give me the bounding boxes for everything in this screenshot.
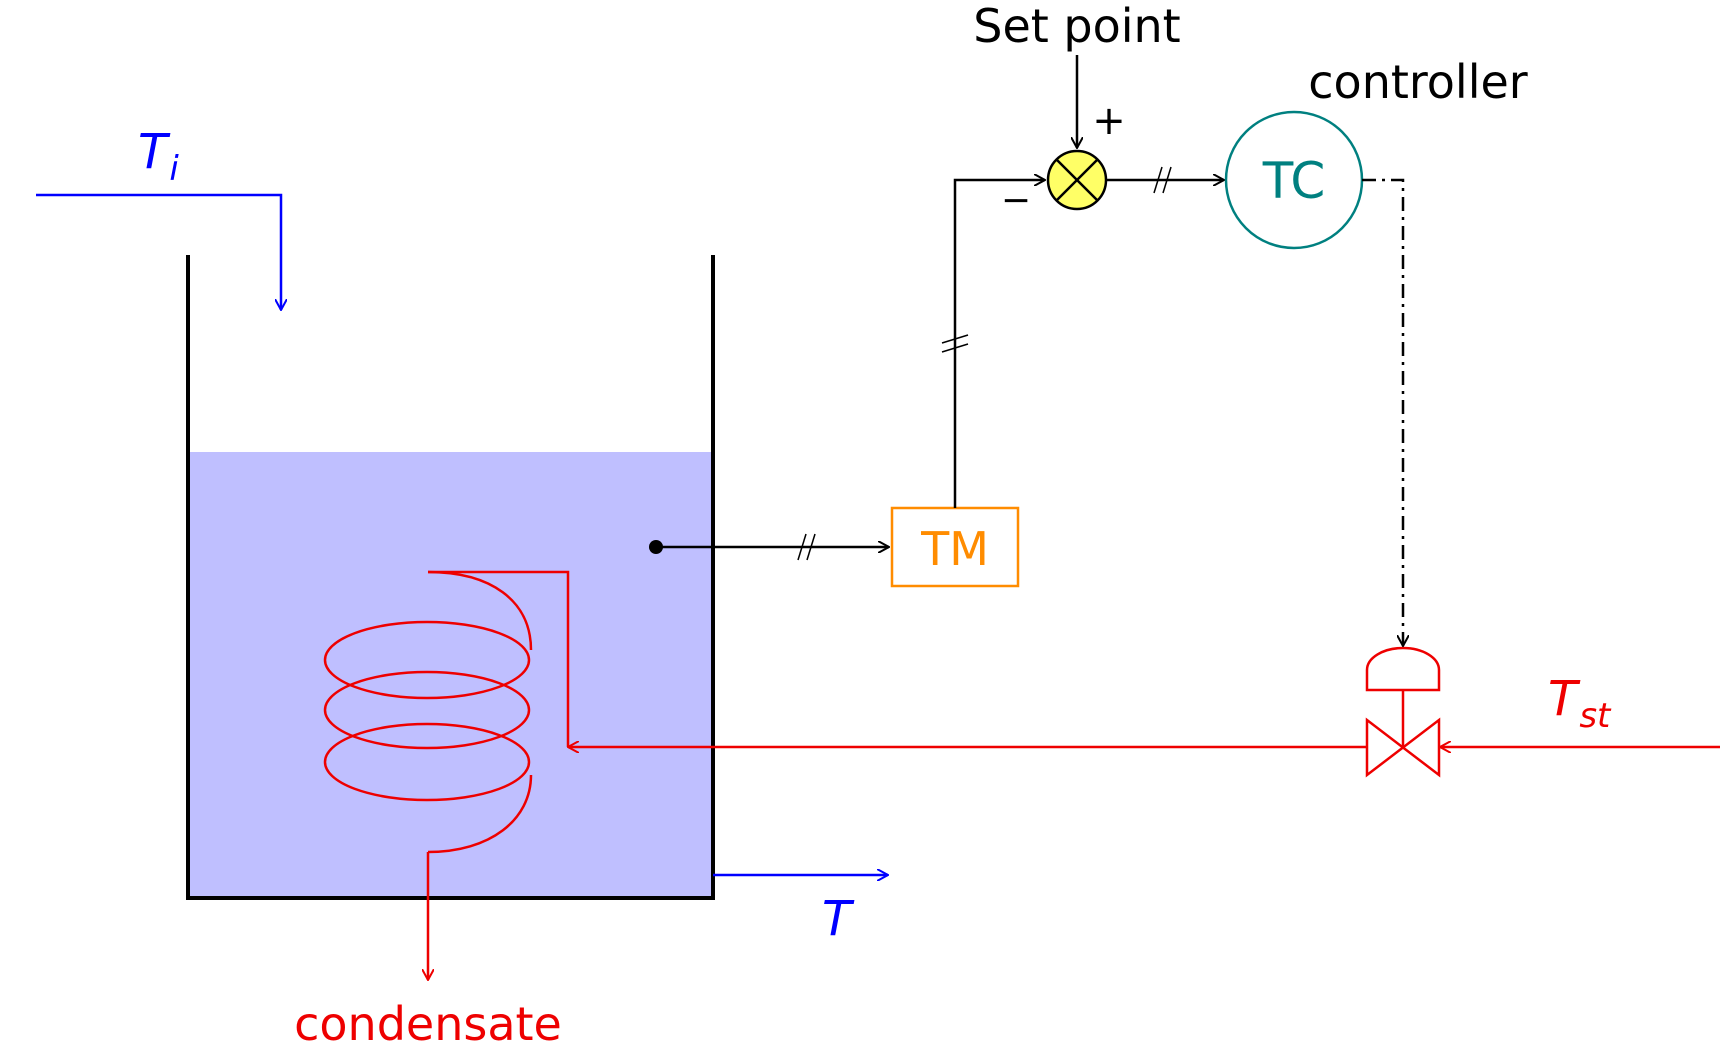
- tc-controller-label: TC: [1262, 152, 1326, 210]
- coil-bottom-lead: [427, 774, 533, 854]
- plus-sign: +: [1092, 98, 1126, 144]
- control-valve[interactable]: [1365, 646, 1441, 778]
- inlet-stream-arrow: [36, 193, 281, 310]
- tank-liquid: [188, 452, 713, 898]
- comparator-node[interactable]: [1046, 149, 1108, 211]
- coil-inlet-pipe: [428, 570, 570, 747]
- set-point-label: Set point: [973, 0, 1180, 53]
- heating-coil: [323, 620, 531, 802]
- minus-sign: −: [1001, 180, 1031, 221]
- outlet-temp-label: T: [822, 891, 855, 947]
- signal-tick-marks: [797, 533, 816, 561]
- controller-label: controller: [1308, 55, 1528, 109]
- coil-mask-top: [420, 565, 440, 575]
- tm-to-comparator-line: [953, 180, 1045, 508]
- controller-to-valve-signal: [1362, 178, 1403, 646]
- condensate-label: condensate: [294, 997, 562, 1048]
- feedback-tick-marks: [941, 334, 969, 353]
- tm-block-label: TM: [920, 522, 989, 576]
- steam-temp-label: Tst: [1548, 671, 1612, 736]
- error-tick-marks: [1153, 166, 1172, 194]
- inlet-temp-label: Ti: [138, 124, 179, 189]
- tank-walls: [186, 255, 715, 900]
